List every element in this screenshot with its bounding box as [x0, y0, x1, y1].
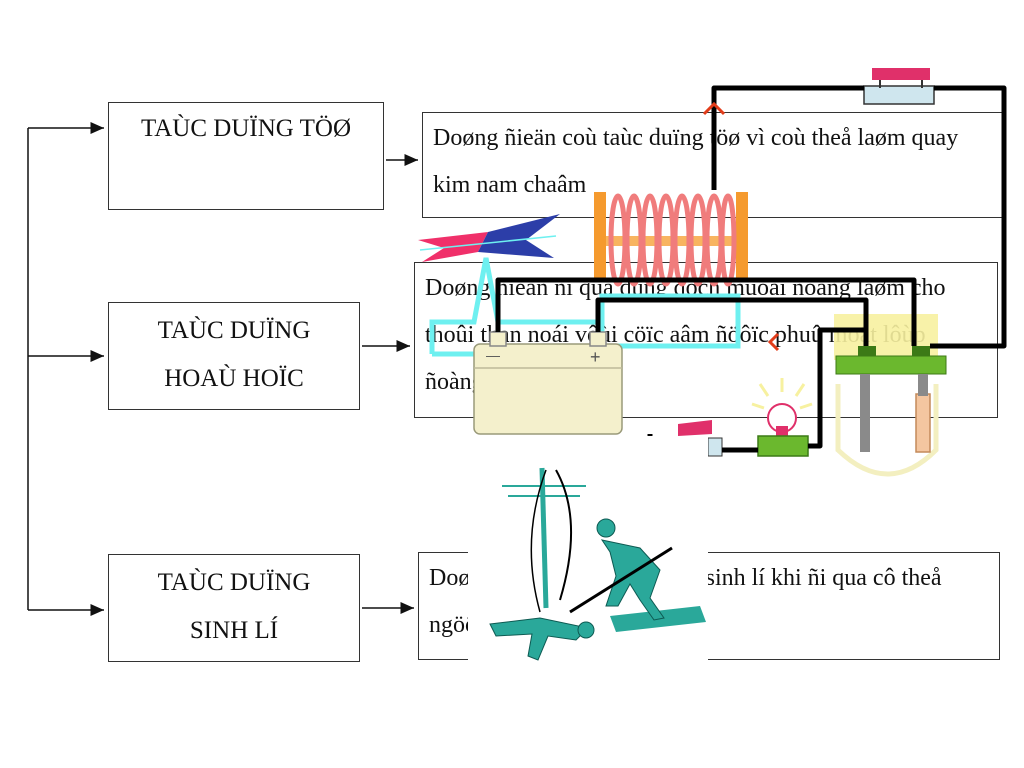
battery-positive-label: + [590, 347, 601, 367]
electromagnet-icon [594, 192, 748, 287]
label-magnetic-line1: TAÙC DUÏNG TÖØ [140, 115, 352, 142]
label-physiological-line1: TAÙC DUÏNG [157, 569, 311, 596]
bulb-icon [751, 378, 813, 457]
desc-magnetic: Doøng ñieän coù taùc duïng töø vì coù th… [433, 125, 959, 198]
bracket-connector [27, 122, 104, 616]
label-physiological-line2: SINH LÍ [189, 617, 279, 644]
label-to-description-arrows [362, 154, 418, 614]
label-chemical-line2: HOAÙ HOÏC [164, 365, 304, 392]
circuit-wires [495, 85, 1007, 453]
switch-icon [863, 68, 935, 105]
electrolysis-cell-icon [834, 314, 947, 477]
battery-icon: — + [473, 331, 623, 435]
electric-shock-rescue-icon [468, 436, 708, 674]
battery-negative-label: — [486, 347, 500, 363]
label-box-physiological: TAÙC DUÏNG SINH LÍ [108, 554, 360, 662]
label-box-magnetic: TAÙC DUÏNG TÖØ [108, 102, 384, 210]
label-box-chemical: TAÙC DUÏNG HOAÙ HOÏC [108, 302, 360, 410]
current-direction-arrows [702, 101, 780, 352]
bottom-switch-icon [678, 420, 723, 457]
compass-needle-icon [418, 214, 560, 262]
label-chemical-line1: TAÙC DUÏNG [157, 317, 311, 344]
